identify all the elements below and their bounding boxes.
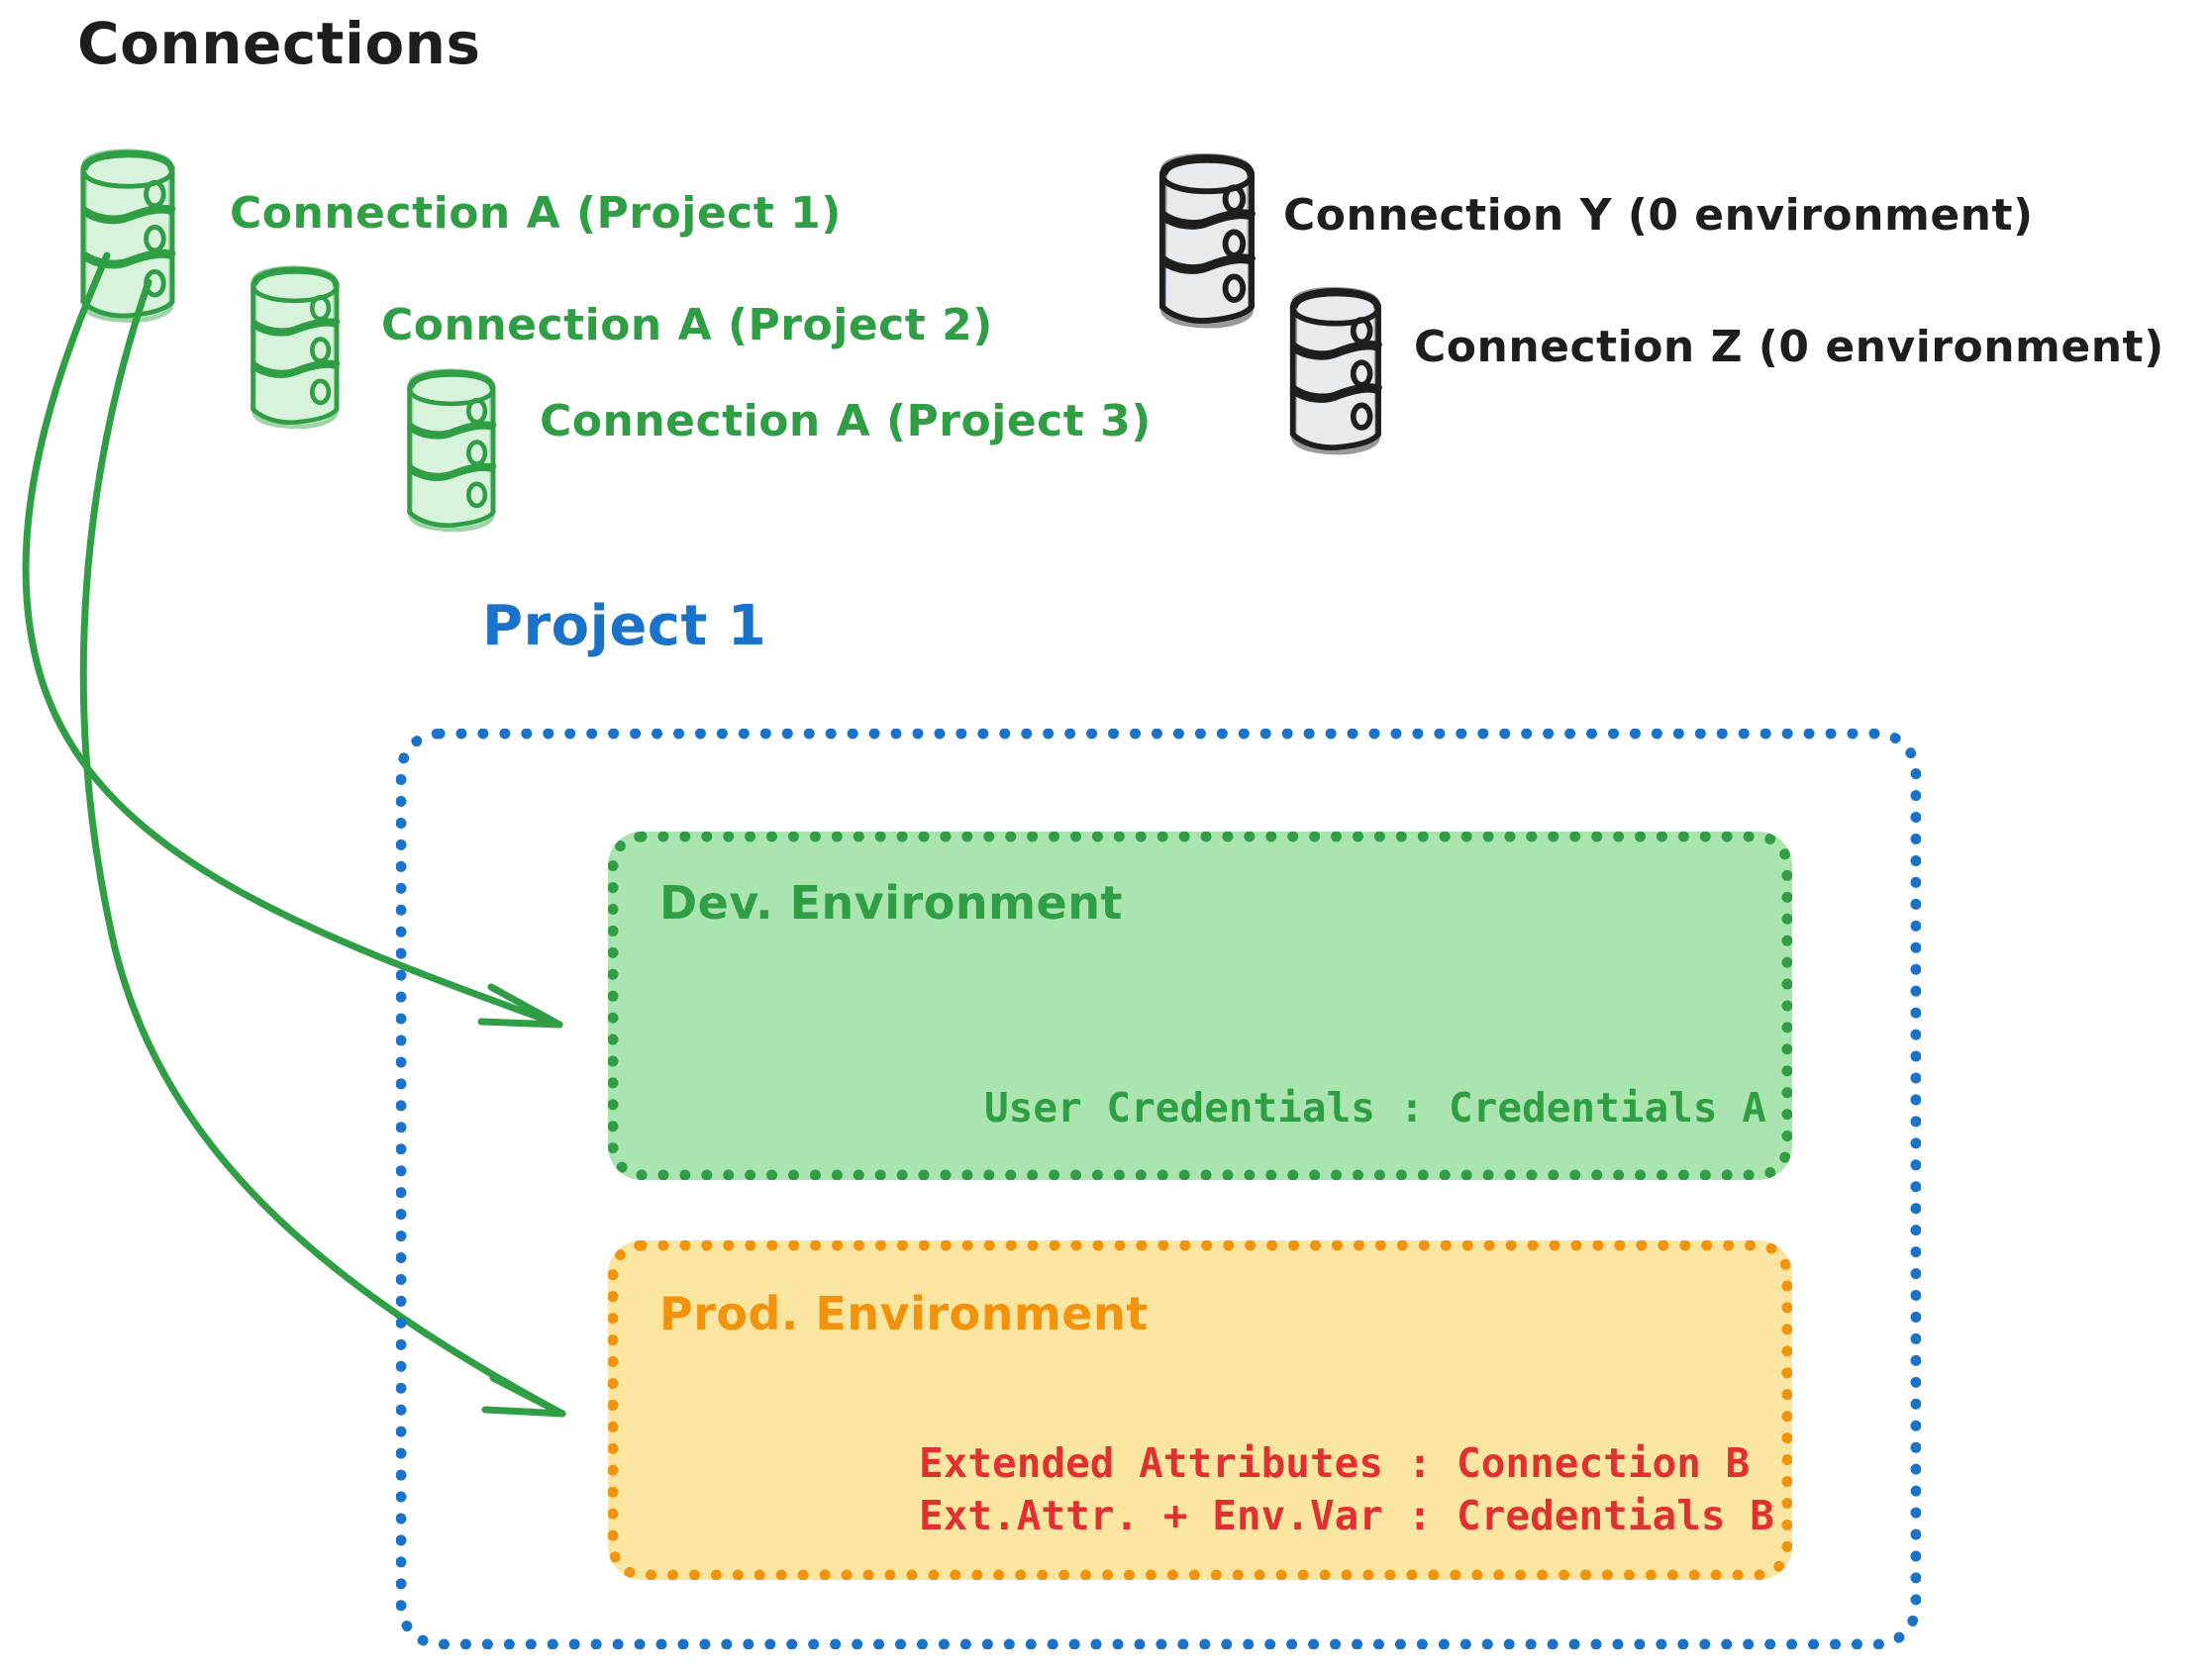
dev-environment-box (608, 832, 1792, 1180)
project-1-container (396, 729, 1921, 1649)
dev-environment-title: Dev. Environment (659, 876, 1123, 930)
connection-label-z: Connection Z (0 environment) (1414, 322, 2164, 372)
prod-environment-attribute-lines: Extended Attributes : Connection B Ext.A… (919, 1437, 1774, 1542)
database-icon-connection-z (1293, 290, 1379, 452)
connection-label-a-project-1: Connection A (Project 1) (230, 188, 842, 239)
prod-line-ext-attr-env-var: Ext.Attr. + Env.Var : Credentials B (919, 1492, 1774, 1539)
dev-environment-credentials-line: User Credentials : Credentials A (984, 1084, 1766, 1132)
prod-line-extended-attributes: Extended Attributes : Connection B (919, 1439, 1751, 1487)
page-title: Connections (77, 10, 481, 77)
project-title: Project 1 (482, 594, 767, 658)
database-icon-connection-y (1162, 156, 1253, 326)
database-icon-connection-a-project-2 (253, 268, 339, 427)
database-icon-connection-a-project-1 (83, 151, 173, 321)
connection-label-a-project-2: Connection A (Project 2) (381, 300, 993, 350)
connection-label-y: Connection Y (0 environment) (1283, 190, 2034, 241)
prod-environment-box (608, 1240, 1792, 1580)
database-icon-connection-a-project-3 (410, 371, 495, 530)
prod-environment-title: Prod. Environment (659, 1287, 1149, 1340)
connection-label-a-project-3: Connection A (Project 3) (540, 396, 1152, 446)
